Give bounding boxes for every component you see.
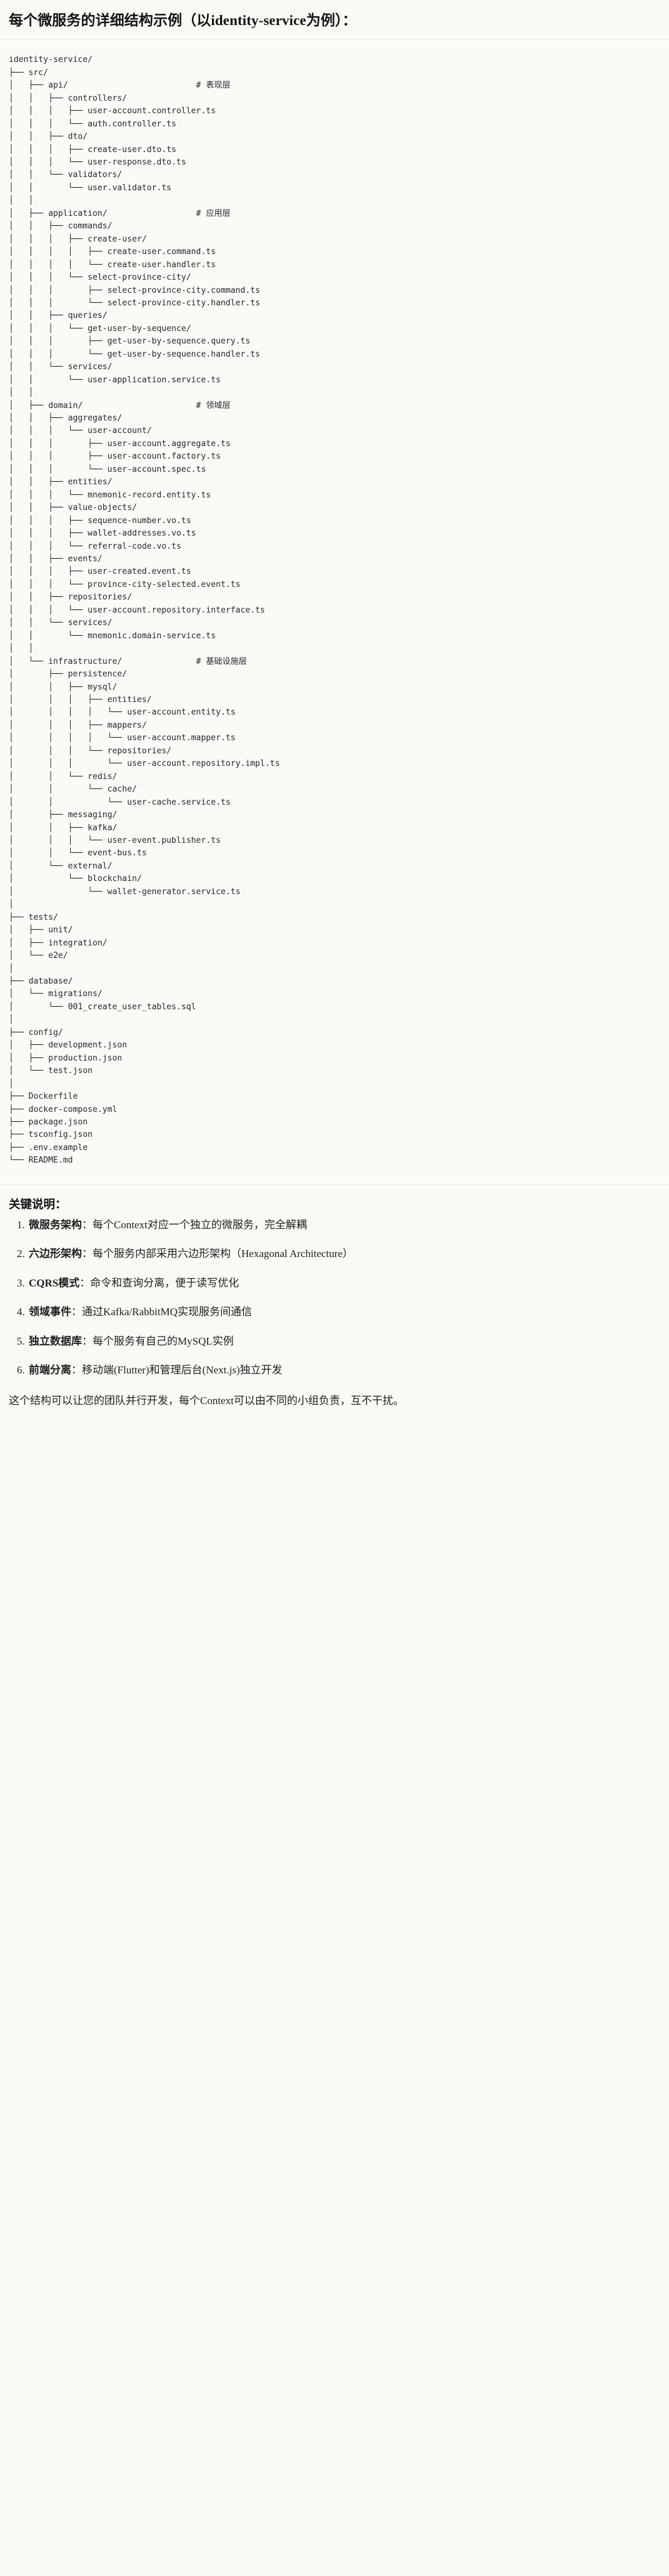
list-item: 独立数据库：每个服务有自己的MySQL实例 xyxy=(28,1333,660,1350)
title-divider xyxy=(0,39,669,41)
key-point-desc: 移动端(Flutter)和管理后台(Next.js)独立开发 xyxy=(82,1364,283,1377)
key-point-desc: 每个服务内部采用六边形架构（Hexagonal Architecture） xyxy=(93,1248,353,1260)
key-points-list: 微服务架构：每个Context对应一个独立的微服务，完全解耦 六边形架构：每个服… xyxy=(0,1217,669,1378)
key-point-desc: 每个Context对应一个独立的微服务，完全解耦 xyxy=(93,1218,307,1231)
key-point-separator: ： xyxy=(79,1276,91,1289)
list-item: 领域事件：通过Kafka/RabbitMQ实现服务间通信 xyxy=(28,1304,660,1320)
key-point-term: 领域事件 xyxy=(29,1306,71,1318)
key-point-separator: ： xyxy=(82,1218,93,1231)
directory-tree: identity-service/ ├── src/ │ ├── api/ # … xyxy=(9,55,280,1166)
key-point-separator: ： xyxy=(71,1306,82,1318)
document-page: 每个微服务的详细结构示例（以identity-service为例）： ident… xyxy=(0,0,669,1422)
key-point-term: 前端分离 xyxy=(29,1364,71,1377)
key-point-separator: ： xyxy=(82,1248,93,1260)
key-point-separator: ： xyxy=(71,1364,82,1377)
key-point-term: 六边形架构 xyxy=(29,1248,82,1260)
list-item: 微服务架构：每个Context对应一个独立的微服务，完全解耦 xyxy=(28,1217,660,1233)
key-point-term: CQRS模式 xyxy=(29,1276,80,1289)
key-point-separator: ： xyxy=(82,1335,93,1347)
key-point-term: 微服务架构 xyxy=(29,1218,82,1231)
directory-tree-code-block: identity-service/ ├── src/ │ ├── api/ # … xyxy=(0,40,669,1184)
key-point-desc: 命令和查询分离，便于读写优化 xyxy=(90,1276,239,1289)
key-points-title: 关键说明： xyxy=(9,1198,67,1211)
list-item: CQRS模式：命令和查询分离，便于读写优化 xyxy=(28,1275,660,1291)
page-title: 每个微服务的详细结构示例（以identity-service为例）： xyxy=(9,13,357,28)
key-point-desc: 每个服务有自己的MySQL实例 xyxy=(93,1335,234,1347)
list-item: 前端分离：移动端(Flutter)和管理后台(Next.js)独立开发 xyxy=(28,1362,660,1378)
closing-paragraph: 这个结构可以让您的团队并行开发，每个Context可以由不同的小组负责，互不干扰… xyxy=(9,1394,404,1407)
key-point-desc: 通过Kafka/RabbitMQ实现服务间通信 xyxy=(82,1306,252,1318)
key-point-term: 独立数据库 xyxy=(29,1335,82,1347)
list-item: 六边形架构：每个服务内部采用六边形架构（Hexagonal Architectu… xyxy=(28,1246,660,1262)
